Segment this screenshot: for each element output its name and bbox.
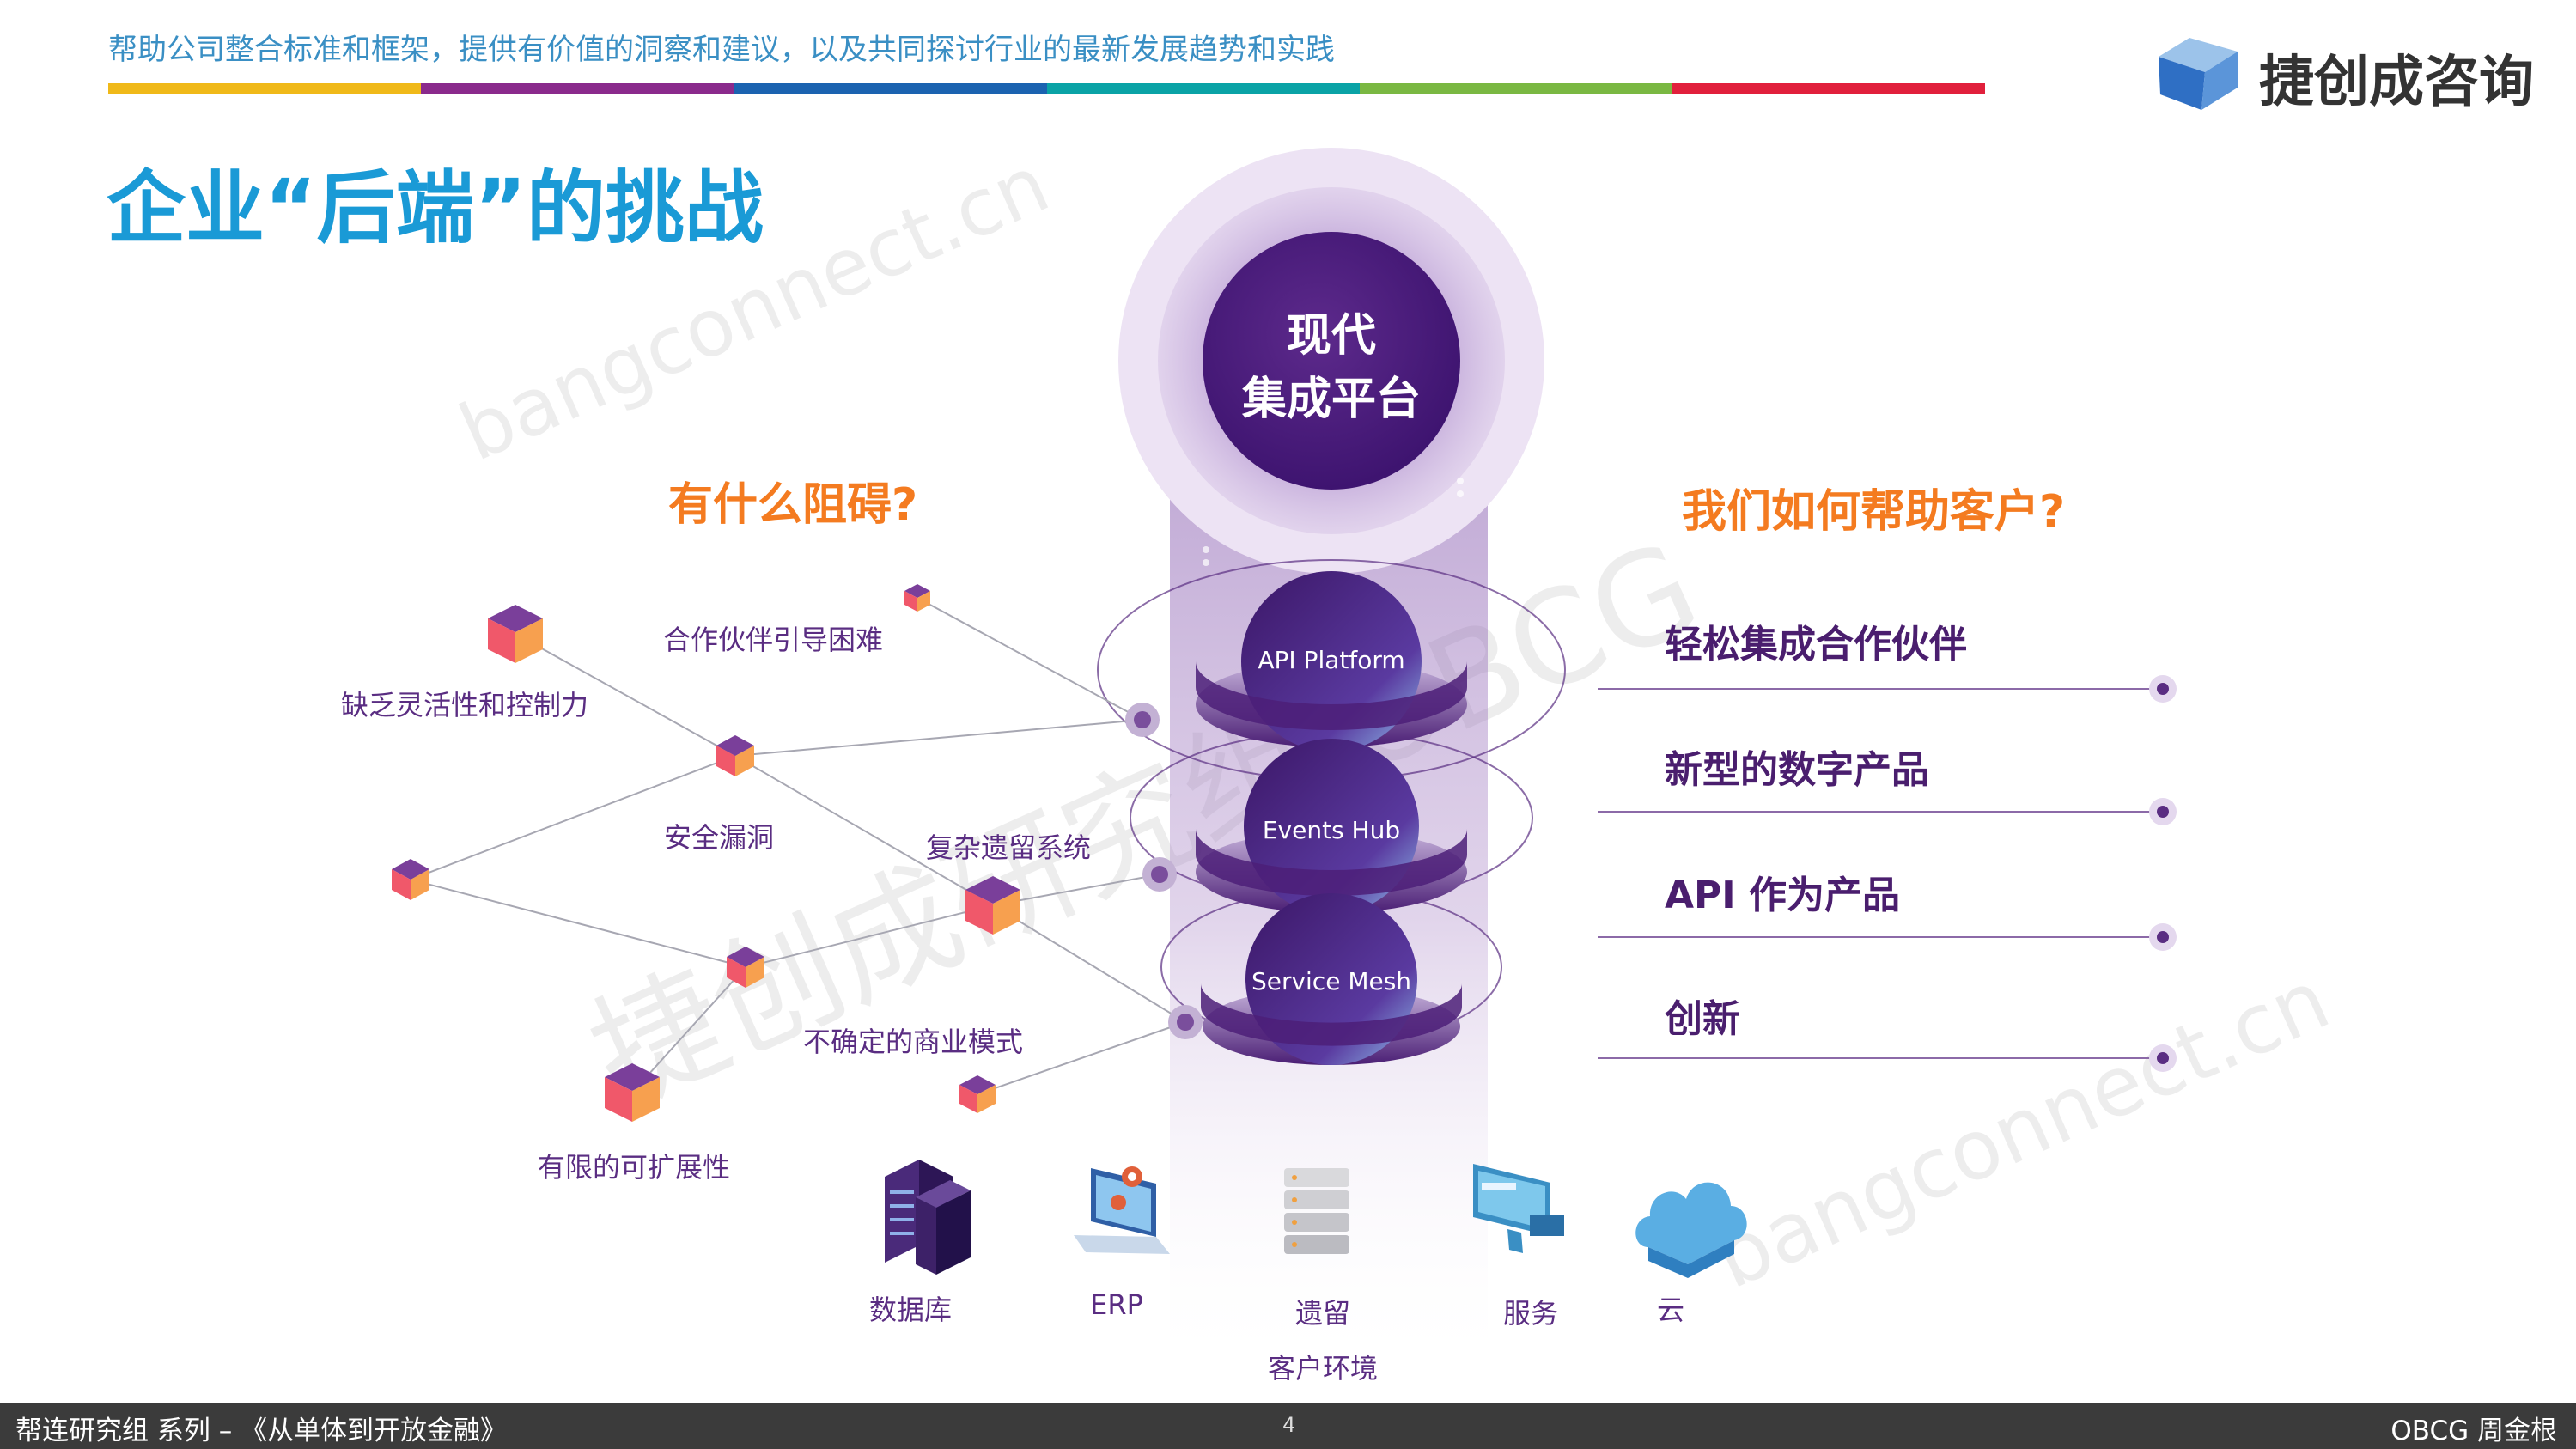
color-stripe	[108, 83, 1986, 94]
right-question: 我们如何帮助客户?	[1682, 486, 2066, 538]
database-server-icon	[885, 1160, 971, 1275]
footer-author: OBCG 周金根	[2390, 1416, 2557, 1446]
system-label-erp: ERP	[1090, 1288, 1143, 1321]
help-digital-products: 新型的数字产品	[1665, 748, 1929, 792]
problem-flexibility: 缺乏灵活性和控制力	[341, 689, 589, 721]
header-tagline: 帮助公司整合标准和框架，提供有价值的洞察和建议，以及共同探讨行业的最新发展趋势和…	[108, 33, 1335, 67]
page-title: 企业“后端”的挑战	[107, 162, 764, 254]
system-label-client-env: 客户环境	[1267, 1352, 1378, 1385]
service-monitor-icon	[1473, 1164, 1564, 1253]
legacy-server-icon	[1284, 1168, 1349, 1254]
problem-security: 安全漏洞	[664, 821, 775, 854]
problem-partner-onboarding: 合作伙伴引导困难	[663, 624, 884, 656]
network-cubes	[392, 584, 1020, 1122]
cloud-icon	[1635, 1182, 1747, 1278]
layer-api-platform: API Platform	[1258, 646, 1405, 674]
layer-service-mesh: Service Mesh	[1251, 967, 1412, 995]
system-label-cloud: 云	[1656, 1294, 1684, 1326]
footer-series: 帮连研究组 系列 – 《从单体到开放金融》	[15, 1416, 508, 1446]
problem-business-model: 不确定的商业模式	[803, 1026, 1024, 1058]
system-label-database: 数据库	[868, 1294, 952, 1326]
footer-bar	[0, 1403, 2576, 1449]
system-label-service: 服务	[1502, 1297, 1558, 1330]
platform-title-line2: 集成平台	[1241, 374, 1421, 425]
page-number: 4	[1282, 1413, 1296, 1437]
layer-events-hub: Events Hub	[1262, 816, 1401, 844]
logo-text: 捷创成咨询	[2259, 51, 2534, 114]
logo-cube-icon	[2159, 38, 2238, 110]
help-partner-integration: 轻松集成合作伙伴	[1665, 623, 1967, 667]
problem-legacy-systems: 复杂遗留系统	[926, 831, 1092, 864]
platform-title-line1: 现代	[1286, 310, 1376, 362]
erp-laptop-icon	[1074, 1166, 1170, 1254]
left-question: 有什么阻碍?	[668, 479, 918, 531]
problem-scalability: 有限的可扩展性	[538, 1151, 731, 1184]
help-api-as-product: API 作为产品	[1665, 874, 1900, 917]
help-innovation: 创新	[1665, 997, 1740, 1041]
system-label-legacy: 遗留	[1294, 1297, 1350, 1330]
